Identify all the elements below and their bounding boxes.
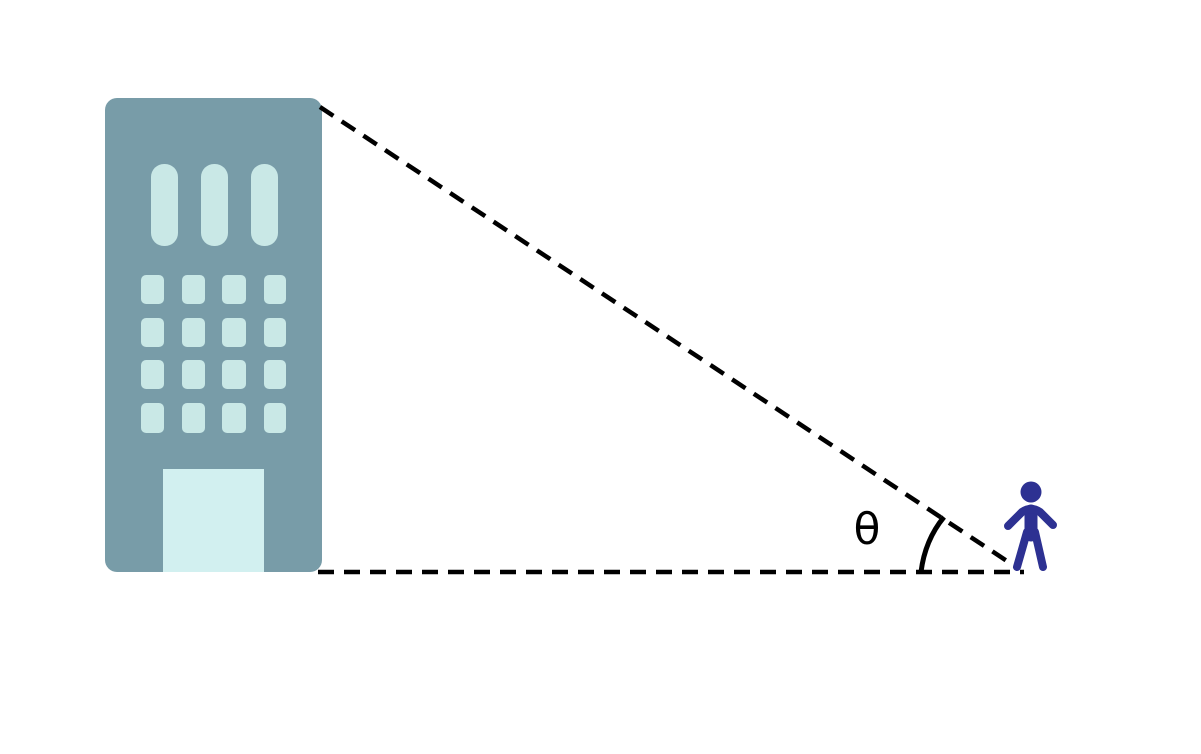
building-window [141, 275, 164, 304]
building-window [222, 318, 246, 347]
building-window [222, 360, 246, 389]
line-of-sight [318, 105, 1018, 569]
person-head [1020, 481, 1042, 503]
building-window [264, 403, 286, 433]
building-window [141, 360, 164, 389]
building-window [182, 360, 205, 389]
building-door [163, 469, 264, 572]
building-window [264, 360, 286, 389]
building-window [264, 318, 286, 347]
building-window [222, 403, 246, 433]
building-icon [105, 98, 322, 572]
angle-label: θ [854, 504, 881, 555]
building-window [141, 318, 164, 347]
building-window [182, 275, 205, 304]
building-window [264, 275, 286, 304]
building-window [182, 318, 205, 347]
building-tall-window [251, 164, 278, 246]
building-window [141, 403, 164, 433]
building-tall-window [201, 164, 228, 246]
building-tall-window [151, 164, 178, 246]
person-legs [1013, 528, 1047, 571]
angle-arc [918, 515, 946, 573]
building-window [222, 275, 246, 304]
building-window [182, 403, 205, 433]
person-icon [1004, 481, 1057, 571]
person-arms [1004, 505, 1057, 530]
